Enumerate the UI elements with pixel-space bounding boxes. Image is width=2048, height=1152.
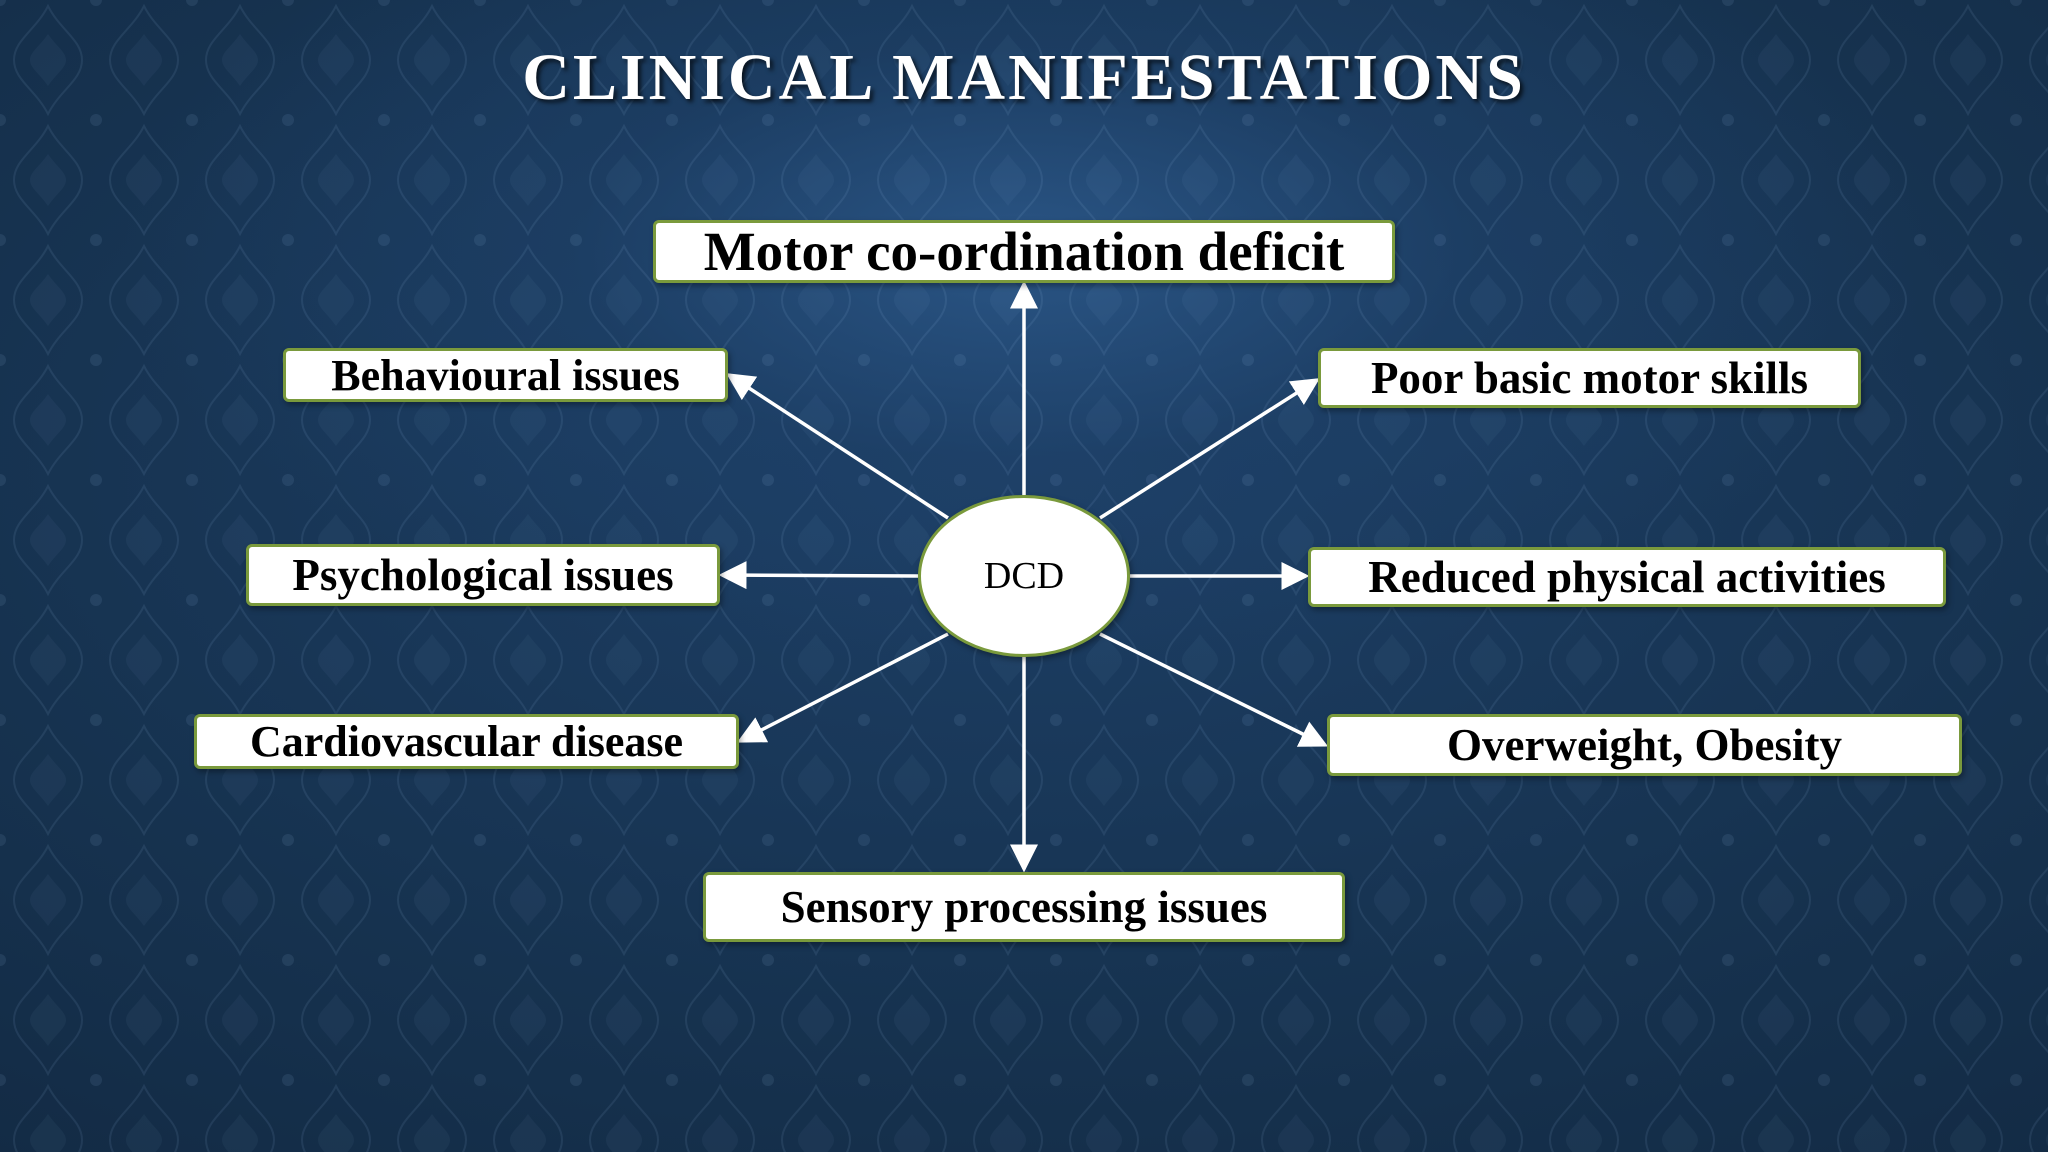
arrow-to-cardiovascular <box>736 632 949 743</box>
node-label: Sensory processing issues <box>780 882 1268 932</box>
node-motor-coordination-deficit: Motor co-ordination deficit <box>653 220 1395 283</box>
node-sensory-processing-issues: Sensory processing issues <box>703 872 1345 942</box>
node-label: Motor co-ordination deficit <box>703 221 1345 282</box>
node-label: Overweight, Obesity <box>1447 720 1842 770</box>
arrow-to-psychological <box>718 561 919 590</box>
hub-node-dcd: DCD <box>918 495 1130 657</box>
node-label: Reduced physical activities <box>1368 552 1886 602</box>
node-poor-basic-motor-skills: Poor basic motor skills <box>1318 348 1861 408</box>
arrow-to-poor-motor-skills <box>1099 378 1320 520</box>
arrow-to-overweight <box>1099 632 1329 747</box>
node-behavioural-issues: Behavioural issues <box>283 348 728 402</box>
node-overweight-obesity: Overweight, Obesity <box>1327 714 1962 776</box>
node-label: Psychological issues <box>292 550 674 600</box>
node-label: Behavioural issues <box>331 350 680 400</box>
node-label: Cardiovascular disease <box>249 717 684 766</box>
node-cardiovascular-disease: Cardiovascular disease <box>194 714 739 769</box>
node-reduced-physical-activities: Reduced physical activities <box>1308 547 1946 607</box>
node-label: Poor basic motor skills <box>1370 353 1809 403</box>
hub-label: DCD <box>983 555 1065 597</box>
arrow-to-behavioural <box>726 373 949 520</box>
node-psychological-issues: Psychological issues <box>246 544 720 606</box>
slide-title: CLINICAL MANIFESTATIONS <box>522 41 1526 114</box>
